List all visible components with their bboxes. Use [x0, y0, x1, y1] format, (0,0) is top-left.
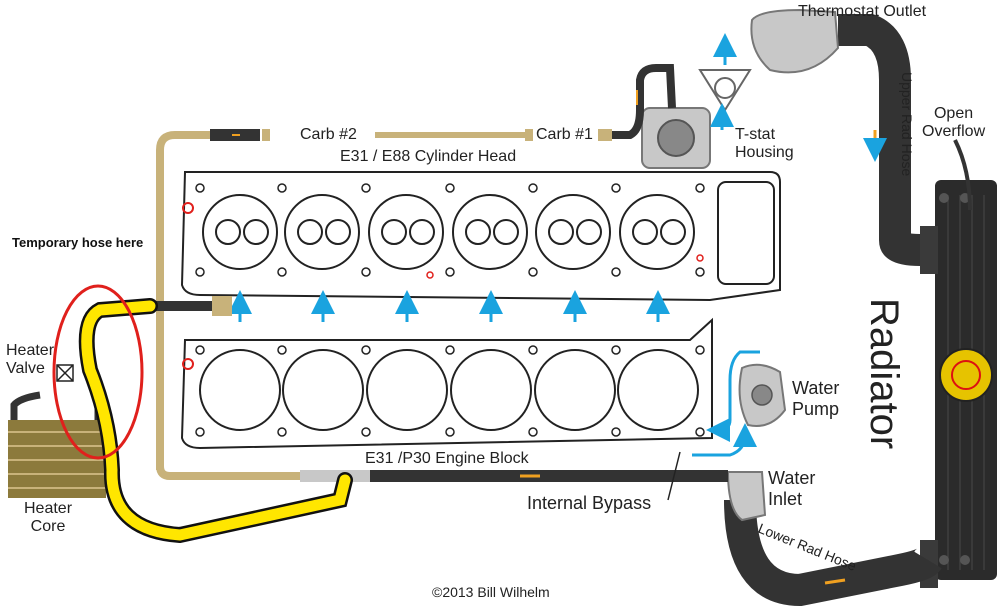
- thermostat: [698, 69, 752, 112]
- water-inlet: [726, 471, 767, 522]
- upper-rad-hose-label: Upper Rad Hose: [899, 72, 915, 177]
- water-pump-label: Water Pump: [792, 378, 839, 419]
- open-overflow-line1: Open: [933, 105, 974, 122]
- tstat-housing: [641, 107, 711, 169]
- tstat-line1: T-stat: [735, 126, 776, 143]
- water-pump-line2: Pump: [792, 398, 840, 419]
- water-pump-line1: Water: [792, 378, 840, 398]
- engine-block-label: E31 /P30 Engine Block: [365, 450, 529, 467]
- overflow-tube: [953, 139, 972, 211]
- thermostat-outlet-label: Thermostat Outlet: [798, 3, 927, 20]
- upper-rad-hose: [838, 14, 921, 266]
- heater-valve: [56, 364, 74, 382]
- head-block-flow-arrows: [228, 290, 670, 322]
- open-overflow-line2: Overflow: [922, 123, 986, 141]
- bypass-line: [156, 451, 728, 501]
- temporary-hose-label: Temporary hose here: [12, 235, 144, 250]
- tstat-line2: Housing: [735, 144, 794, 162]
- engine-block-gasket: [180, 317, 713, 450]
- heater-valve-label: Heater Valve: [6, 342, 54, 379]
- highlight-circle: [52, 284, 144, 460]
- cylinder-head-gasket: [180, 171, 781, 302]
- radiator: [920, 139, 997, 588]
- carb1-label: Carb #1: [536, 126, 593, 143]
- cylinder-head-label: E31 / E88 Cylinder Head: [340, 148, 517, 165]
- heater-core: [8, 391, 106, 498]
- heater-core-line2: Core: [30, 518, 66, 536]
- carb2-label: Carb #2: [300, 126, 357, 143]
- lower-rad-hose: [724, 499, 942, 607]
- water-inlet-line2: Inlet: [768, 488, 803, 509]
- heater-valve-line1: Heater: [6, 342, 55, 359]
- radiator-label: Radiator: [862, 298, 906, 450]
- radiator-cap: [939, 348, 993, 402]
- heater-core-line1: Heater: [24, 500, 73, 517]
- heater-core-label: Heater Core: [24, 500, 72, 537]
- water-pump: [738, 363, 787, 427]
- temporary-hose: [78, 298, 353, 544]
- internal-bypass-label: Internal Bypass: [527, 493, 652, 513]
- copyright-label: ©2013 Bill Wilhelm: [432, 584, 550, 600]
- tstat-housing-label: T-stat Housing: [735, 126, 794, 163]
- carb-coolant-line: [156, 129, 612, 470]
- open-overflow-label: Open Overflow: [922, 105, 985, 142]
- thermostat-outlet: [750, 8, 840, 74]
- heater-valve-line2: Valve: [6, 360, 45, 378]
- water-inlet-line1: Water: [768, 468, 816, 488]
- water-inlet-label: Water Inlet: [768, 468, 815, 509]
